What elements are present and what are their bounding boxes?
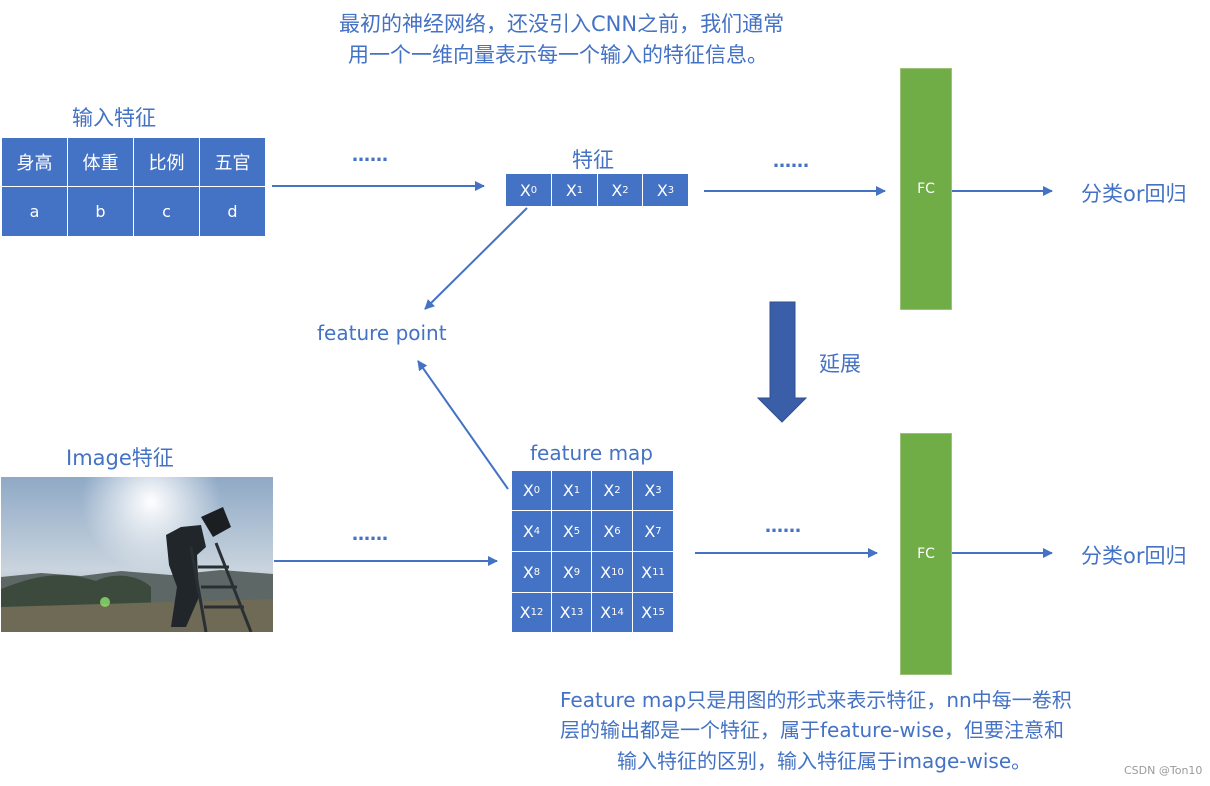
bottom-note-line-2: 层的输出都是一个特征，属于feature-wise，但要注意和 xyxy=(560,718,1065,742)
table-header-cell: 五官 xyxy=(199,137,266,187)
cell-sub: 5 xyxy=(573,525,581,537)
cell-base: X xyxy=(603,521,615,541)
cell-sub: 7 xyxy=(655,525,662,537)
cell-sub: 4 xyxy=(533,525,541,537)
cell-sub: 9 xyxy=(573,566,581,578)
cell-base: X xyxy=(562,521,574,541)
cell-base: X xyxy=(562,481,574,500)
bottom-note-line-3: 输入特征的区别，输入特征属于image-wise。 xyxy=(617,749,1032,773)
cell-sub: 13 xyxy=(570,607,584,618)
output-label-bottom: 分类or回归 xyxy=(1081,544,1187,568)
ellipsis-top-right: …… xyxy=(773,151,809,172)
ellipsis-bottom-left: …… xyxy=(352,524,388,545)
table-header-cell: 体重 xyxy=(67,137,134,187)
cell-base: X xyxy=(519,603,531,622)
cell-sub: 3 xyxy=(667,184,675,196)
photo-illustration xyxy=(1,477,273,632)
cell-sub: 0 xyxy=(530,184,538,196)
table-value-cell: b xyxy=(67,186,134,237)
landscape-photo xyxy=(1,477,273,632)
extend-down-arrow xyxy=(756,301,808,423)
cell-base: X xyxy=(641,562,653,582)
cell-base: X xyxy=(600,562,612,582)
cell-base: X xyxy=(522,521,534,541)
cell-sub: 1 xyxy=(576,184,584,196)
cell-sub: 10 xyxy=(611,566,624,578)
input-features-label: 输入特征 xyxy=(72,106,156,130)
cell-base: X xyxy=(562,562,574,582)
ellipsis-bottom-right: …… xyxy=(765,516,801,537)
top-note-line-2: 用一个一维向量表示每一个输入的特征信息。 xyxy=(348,43,768,67)
cell-base: X xyxy=(600,603,612,622)
cell-base: X xyxy=(644,481,656,500)
fc-block-bottom: FC xyxy=(900,433,952,675)
feature-vector-label: 特征 xyxy=(572,148,614,172)
feature-point-label: feature point xyxy=(317,321,447,345)
cell-sub: 0 xyxy=(533,485,541,496)
cell-sub: 14 xyxy=(611,607,624,618)
arrow-vector-to-feature-point xyxy=(424,207,528,310)
image-feature-label: Image特征 xyxy=(66,446,174,470)
cell-sub: 2 xyxy=(614,485,621,496)
cell-base: X xyxy=(522,481,534,500)
cell-base: X xyxy=(565,180,577,200)
cell-base: X xyxy=(519,180,531,200)
cell-base: X xyxy=(559,603,571,622)
cell-sub: 12 xyxy=(530,607,544,618)
output-label-top: 分类or回归 xyxy=(1081,182,1187,206)
extend-label: 延展 xyxy=(819,352,861,376)
cell-base: X xyxy=(611,180,623,200)
cell-sub: 15 xyxy=(652,607,665,618)
cell-sub: 6 xyxy=(614,525,621,537)
cell-base: X xyxy=(641,603,653,622)
arrow-map-to-feature-point xyxy=(417,360,509,490)
feature-map-label: feature map xyxy=(530,441,653,465)
top-note-line-1: 最初的神经网络，还没引入CNN之前，我们通常 xyxy=(339,12,785,36)
cell-sub: 11 xyxy=(652,566,665,578)
cell-base: X xyxy=(603,481,615,500)
bottom-note-line-1: Feature map只是用图的形式来表示特征，nn中每一卷积 xyxy=(560,688,1072,712)
cell-base: X xyxy=(644,521,656,541)
cell-sub: 3 xyxy=(655,485,662,496)
table-value-cell: d xyxy=(199,186,266,237)
cell-sub: 8 xyxy=(533,566,541,578)
fc-block-top: FC xyxy=(900,68,952,310)
cell-sub: 2 xyxy=(622,184,629,196)
cell-sub: 1 xyxy=(573,485,581,496)
ellipsis-top-left: …… xyxy=(352,145,388,166)
cell-base: X xyxy=(656,180,668,200)
cell-base: X xyxy=(522,562,534,582)
watermark: CSDN @Ton10 xyxy=(1124,764,1203,777)
